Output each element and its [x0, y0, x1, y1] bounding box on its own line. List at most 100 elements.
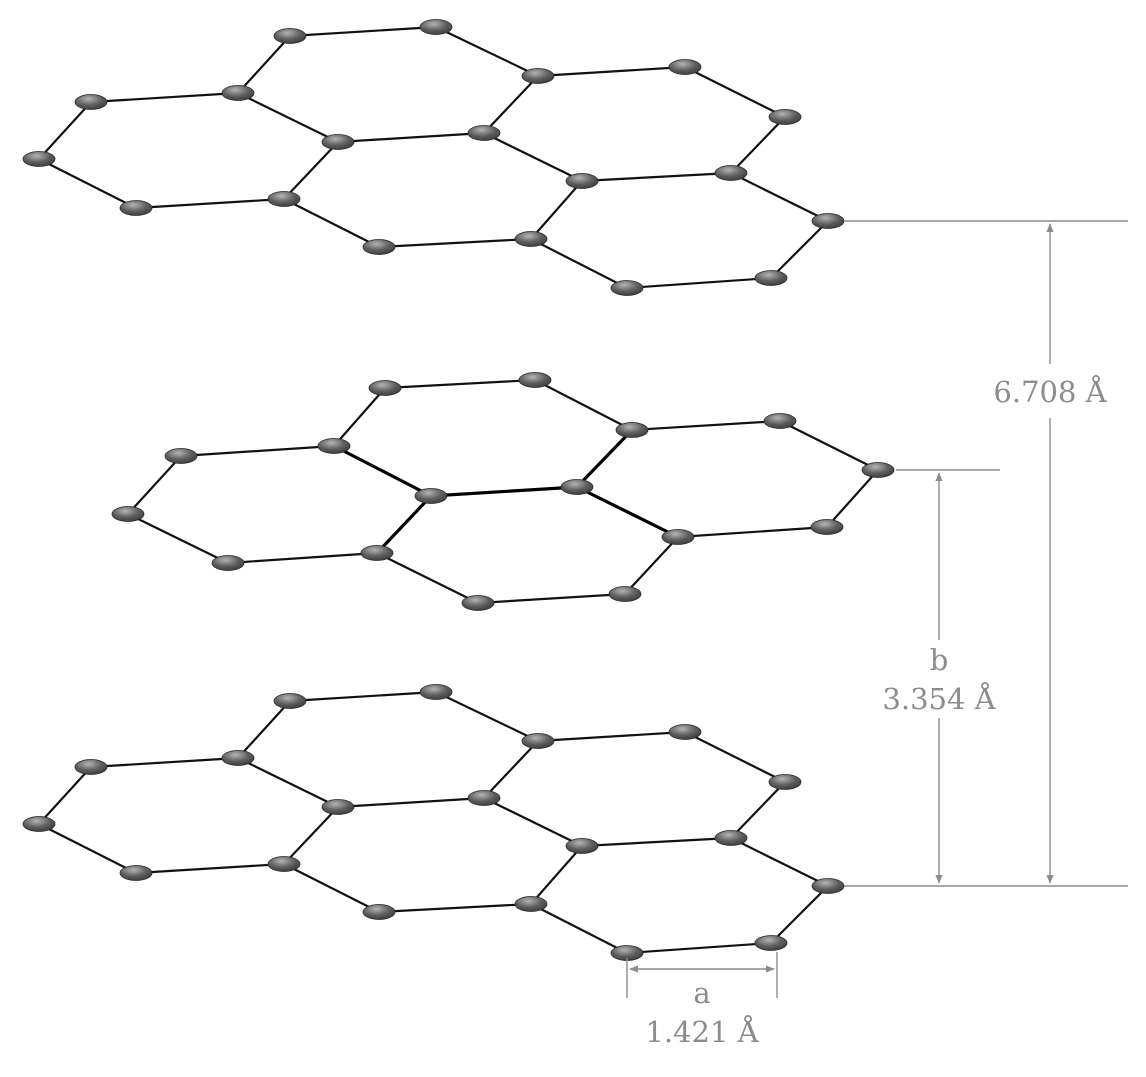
carbon-bond: [89, 91, 240, 104]
bond-length-letter: a: [693, 976, 710, 1010]
carbon-bond: [89, 756, 240, 769]
carbon-atom: [111, 506, 145, 522]
carbon-bond: [476, 592, 627, 605]
carbon-atom: [317, 438, 351, 454]
carbon-bond: [580, 171, 733, 183]
carbon-atom: [560, 479, 594, 495]
carbon-atom: [321, 799, 355, 815]
carbon-bond: [683, 65, 787, 119]
carbon-bond: [536, 730, 687, 743]
carbon-atom: [514, 896, 548, 912]
carbon-bond: [236, 756, 340, 809]
carbon-bond: [282, 140, 340, 201]
carbon-atom: [608, 586, 642, 602]
carbon-atom: [360, 545, 394, 561]
carbon-atom: [565, 838, 599, 854]
carbon-bond: [529, 902, 629, 955]
carbon-atom: [221, 85, 255, 101]
carbon-bond: [236, 34, 292, 95]
carbon-bond: [575, 428, 634, 489]
carbon-atom: [211, 555, 245, 571]
carbon-atom: [273, 693, 307, 709]
carbon-bond: [434, 25, 540, 78]
carbon-atom: [610, 280, 644, 296]
carbon-bond: [336, 796, 486, 809]
carbon-bond: [236, 91, 340, 144]
carbon-bond: [37, 822, 138, 875]
carbon-bond: [288, 690, 438, 703]
carbon-bond: [332, 386, 387, 448]
carbon-atom: [861, 462, 895, 478]
carbon-bond: [288, 25, 438, 38]
carbon-bond: [37, 100, 93, 161]
carbon-bond: [676, 525, 829, 539]
carbon-bond: [377, 237, 533, 249]
carbon-bond: [282, 805, 340, 866]
carbon-bond: [825, 468, 880, 529]
carbon-atom: [668, 724, 702, 740]
carbon-atom: [368, 380, 402, 396]
carbon-bond: [769, 219, 830, 280]
carbon-bond: [282, 862, 381, 914]
carbon-atom: [768, 774, 802, 790]
interlayer-spacing-letter: b: [930, 643, 949, 677]
carbon-bond: [630, 419, 782, 432]
carbon-atom: [615, 422, 649, 438]
carbon-bond: [529, 179, 584, 241]
carbon-atom: [521, 68, 555, 84]
carbon-bond: [625, 941, 773, 955]
carbon-bond: [482, 739, 540, 800]
carbon-atom: [668, 59, 702, 75]
carbon-atom: [362, 239, 396, 255]
carbon-bond: [375, 551, 480, 605]
carbon-bond: [729, 115, 787, 175]
carbon-atom: [754, 935, 788, 951]
carbon-atom: [321, 134, 355, 150]
carbon-bond: [179, 444, 336, 458]
carbon-bond: [332, 444, 433, 498]
carbon-bond: [778, 419, 880, 472]
carbon-bond: [533, 378, 634, 432]
carbon-bond: [429, 485, 579, 498]
carbon-atom: [267, 856, 301, 872]
carbon-bond: [623, 535, 680, 596]
graphene-layer-bottom: [22, 684, 845, 961]
carbon-bond: [226, 551, 379, 565]
carbon-bond: [529, 237, 629, 290]
carbon-atom: [22, 816, 56, 832]
dimensions: 6.708 Å b 3.354 Å a 1.421 Å: [626, 220, 1128, 1049]
carbon-atom: [419, 19, 453, 35]
bond-length-value: 1.421 Å: [645, 1014, 759, 1049]
carbon-atom: [164, 448, 198, 464]
carbon-atom: [414, 488, 448, 504]
carbon-bond: [769, 884, 830, 945]
carbon-bond: [282, 197, 381, 249]
carbon-atom: [811, 878, 845, 894]
carbon-atom: [763, 413, 797, 429]
carbon-bond: [729, 171, 830, 223]
carbon-atom: [768, 109, 802, 125]
total-spacing-value: 6.708 Å: [993, 374, 1107, 409]
carbon-atom: [267, 191, 301, 207]
carbon-bond: [536, 65, 687, 78]
carbon-atom: [754, 270, 788, 286]
carbon-bond: [37, 765, 93, 826]
carbon-bond: [580, 836, 733, 848]
carbon-atom: [362, 904, 396, 920]
graphene-layer-top: [22, 19, 845, 296]
carbon-bond: [236, 699, 292, 760]
carbon-bond: [37, 157, 138, 210]
carbon-atom: [714, 830, 748, 846]
carbon-bond: [336, 131, 486, 144]
carbon-atom: [22, 151, 56, 167]
carbon-atom: [273, 28, 307, 44]
carbon-bond: [482, 796, 584, 848]
carbon-atom: [714, 165, 748, 181]
carbon-bond: [529, 844, 584, 906]
carbon-bond: [625, 276, 773, 290]
interlayer-spacing-value: 3.354 Å: [882, 681, 996, 716]
carbon-bond: [575, 485, 680, 539]
carbon-bond: [729, 836, 830, 888]
carbon-bond: [683, 730, 787, 784]
